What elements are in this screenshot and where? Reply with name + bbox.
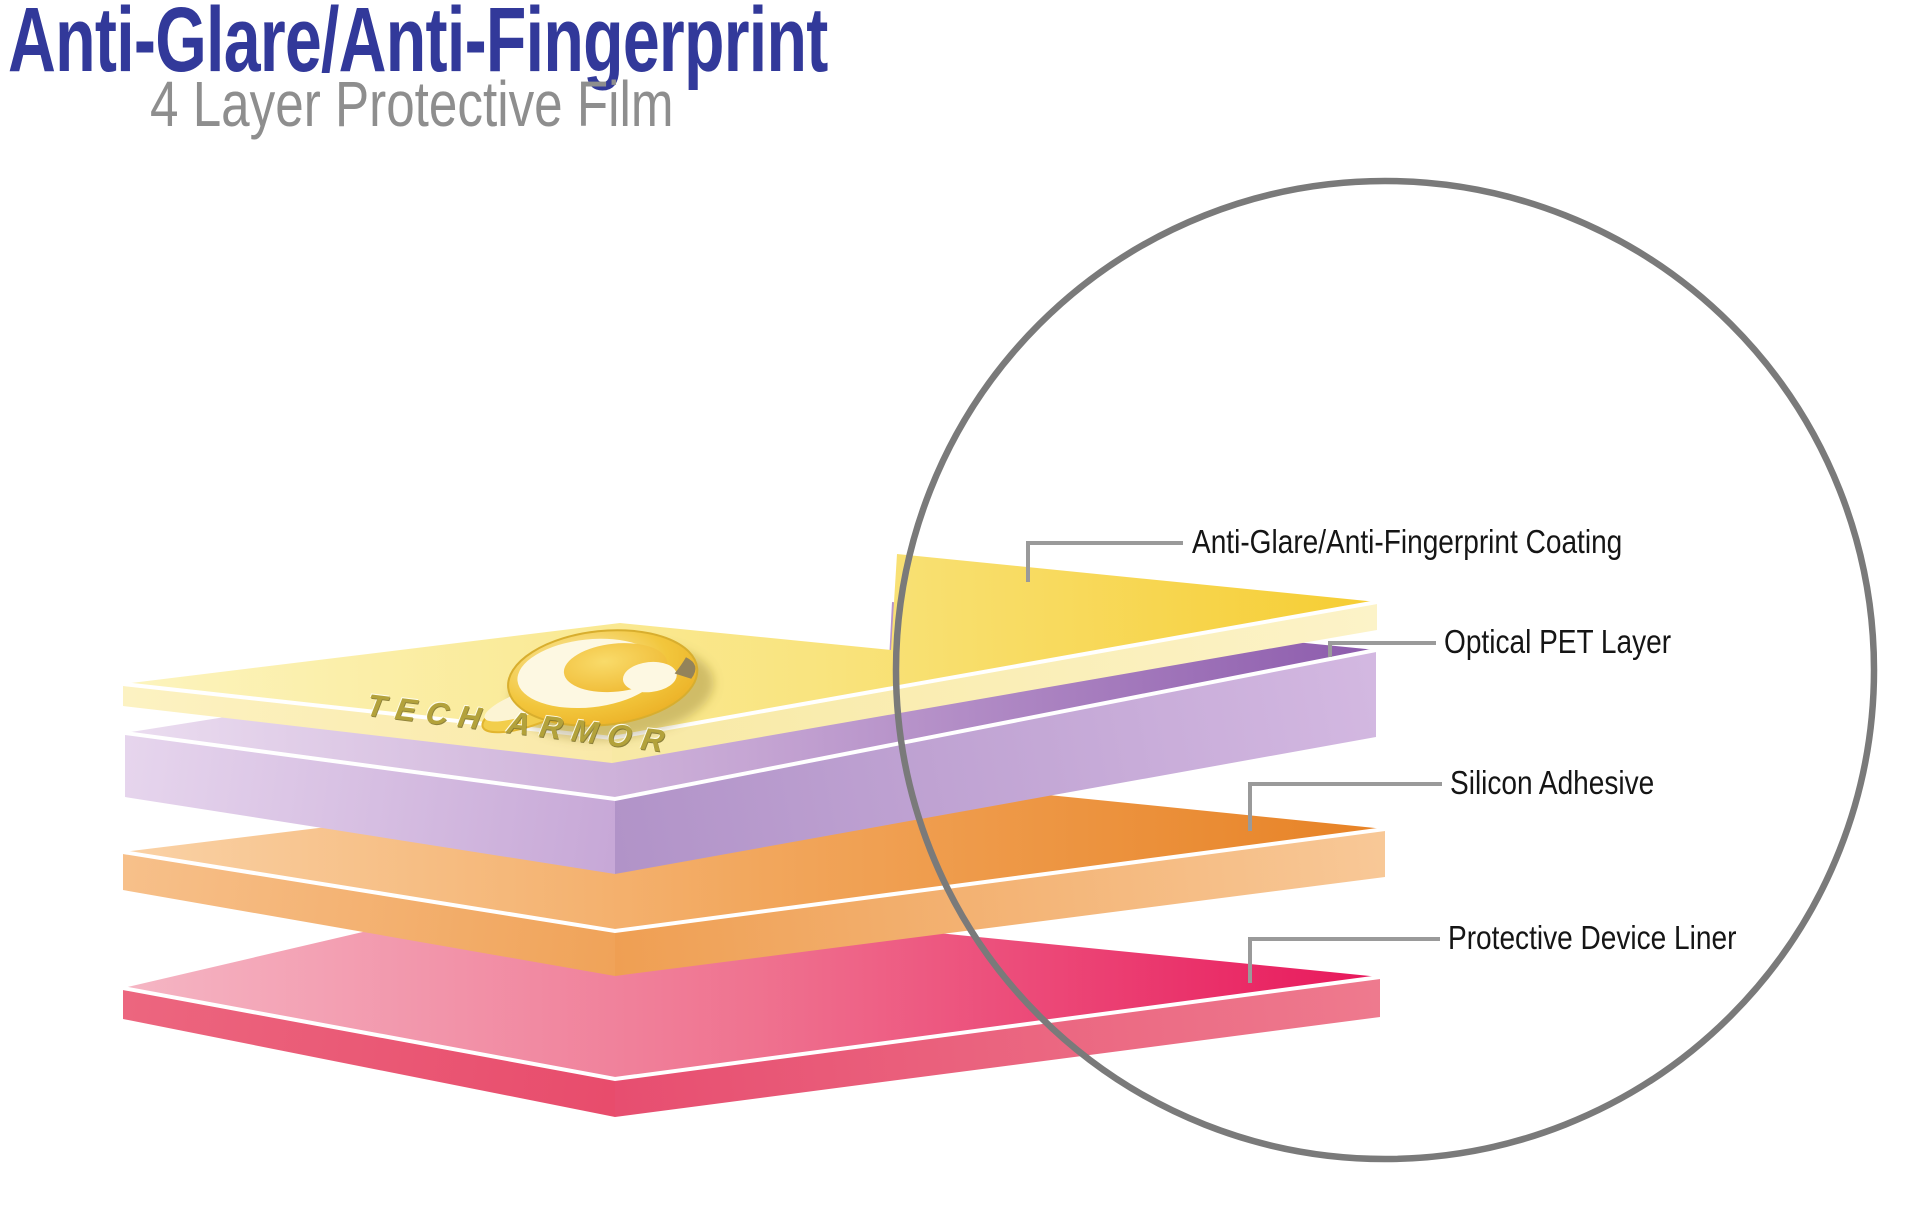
leader-device-liner <box>1248 937 1440 983</box>
page-subtitle: 4 Layer Protective Film <box>150 68 674 140</box>
label-optical-pet: Optical PET Layer <box>1444 623 1672 661</box>
label-anti-glare-coating: Anti-Glare/Anti-Fingerprint Coating <box>1192 523 1623 561</box>
optical-pet-front-right-face <box>615 650 1376 874</box>
optical-pet-front-left-face <box>125 733 615 874</box>
label-silicon-adhesive: Silicon Adhesive <box>1450 764 1655 802</box>
page-title: Anti-Glare/Anti-Fingerprint <box>8 0 828 91</box>
logo-c-notch <box>674 657 696 679</box>
logo-swirl-cream-inner <box>622 661 677 693</box>
leader-silicon-adhesive <box>1248 782 1442 831</box>
silicon-adhesive-bevel-highlight <box>122 827 1386 934</box>
layer-anti-glare-coating <box>122 554 1378 763</box>
leader-anti-glare-coating <box>1026 541 1183 582</box>
device-liner-front-right-face <box>615 977 1380 1117</box>
silicon-adhesive-front-right-face <box>615 829 1385 976</box>
leader-optical-pet <box>1328 641 1436 657</box>
device-liner-front-left-face <box>123 988 615 1117</box>
leader-lines <box>1026 541 1442 983</box>
magnifier-circle <box>892 177 1878 1163</box>
anti-glare-front-left-face <box>123 684 612 763</box>
device-liner-bevel-highlight <box>122 975 1381 1082</box>
label-device-liner: Protective Device Liner <box>1448 919 1737 957</box>
silicon-adhesive-front-left-face <box>123 852 615 976</box>
optical-pet-bevel-highlight <box>124 648 1377 802</box>
anti-glare-top-face <box>123 554 1377 738</box>
anti-glare-front-right-face <box>612 602 1377 763</box>
brand-logo-ball <box>481 629 714 741</box>
